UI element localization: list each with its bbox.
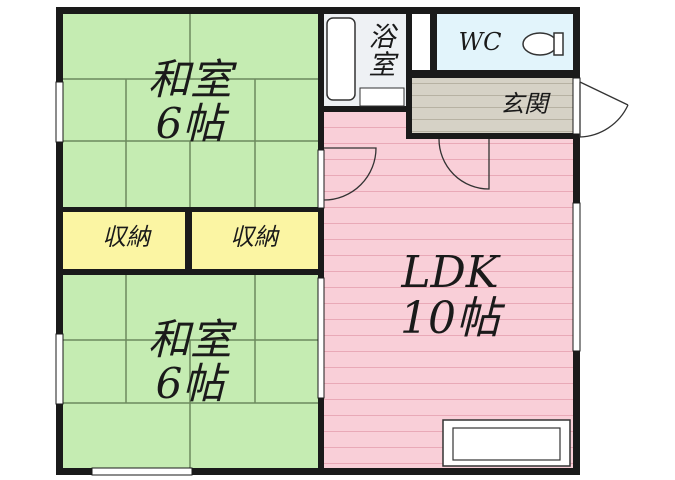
ldk-size: 10帖 [400,293,500,345]
ldk-name: LDK [401,247,499,298]
storage-left [63,212,185,269]
windows [55,77,581,476]
storage-left-label: 収納 [102,223,150,251]
kitchen-sink-icon [442,419,571,467]
washitsu-bottom [63,275,318,468]
washitsu-bottom-label: 和室 6帖 [115,315,265,409]
bath-label-line1: 浴 [368,22,396,53]
washitsu-bottom-name: 和室 [147,315,232,364]
entrance-floor [412,78,573,133]
toilet-icon [522,32,558,56]
ldk-floor [324,112,573,468]
washitsu-bottom-size: 6帖 [155,359,225,409]
wc-label: WC [458,28,502,56]
washbasin-icon [359,87,405,107]
washitsu-top-size: 6帖 [155,99,225,149]
bath-label: 浴 室 [357,22,407,82]
washitsu-top-label: 和室 6帖 [115,55,265,149]
storage-right [192,212,318,269]
washitsu-top-name: 和室 [147,55,232,104]
storage-right-label: 収納 [230,223,278,251]
washitsu-top [63,14,318,207]
wc-area [437,14,573,70]
door-swings [323,81,629,201]
ldk-label: LDK 10帖 [360,247,540,345]
entrance-label: 玄関 [500,90,548,118]
bath-label-line2: 室 [368,50,396,82]
